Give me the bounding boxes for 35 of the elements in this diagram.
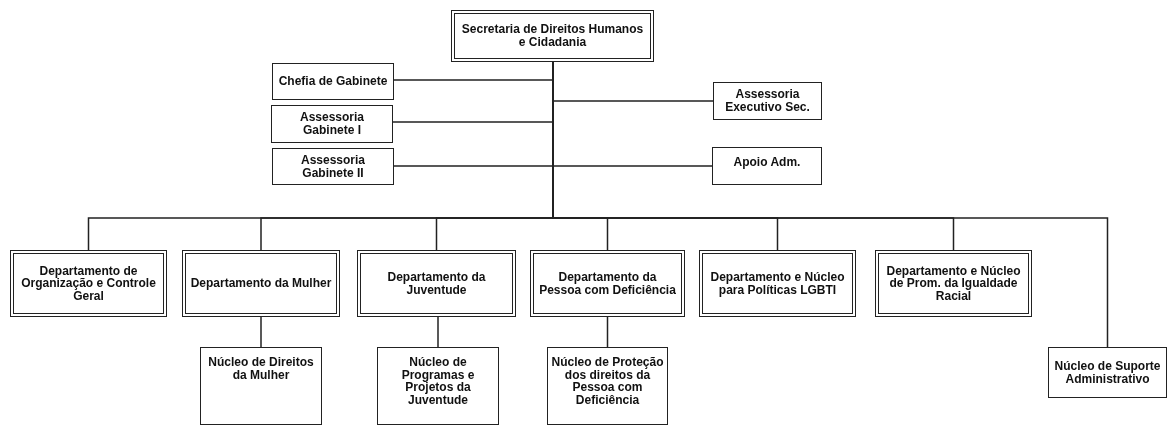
org-box xyxy=(10,250,167,317)
unit-name: Departamento da Pessoa com Deficiência xyxy=(538,270,677,297)
org-box xyxy=(200,347,322,425)
org-box xyxy=(377,347,499,425)
unit-name: Núcleo de Programas e Projetos da Juventude xyxy=(400,356,476,407)
org-box xyxy=(530,250,685,317)
unit-name: Núcleo de Direitos da Mulher xyxy=(207,356,315,382)
org-box xyxy=(712,147,822,185)
org-box xyxy=(713,82,822,120)
org-box xyxy=(699,250,856,317)
unit-name: Departamento da Juventude xyxy=(386,270,487,297)
org-box xyxy=(272,148,394,185)
unit-name: Assessoria Gabinete II xyxy=(299,153,366,180)
connector-line xyxy=(260,316,262,348)
unit-name: Assessoria Executivo Sec. xyxy=(724,88,811,114)
org-box xyxy=(547,347,668,425)
unit-name: Núcleo de Proteção dos direitos da Pessoa com Deficiência xyxy=(550,356,665,407)
unit-name: Apoio Adm. xyxy=(733,156,801,169)
unit-name: Departamento da Mulher xyxy=(190,277,332,290)
connector-line xyxy=(437,316,439,348)
org-box xyxy=(875,250,1032,317)
org-box xyxy=(451,10,654,62)
org-box xyxy=(357,250,516,317)
unit-name: Chefia de Gabinete xyxy=(278,75,388,88)
unit-name: Assessoria Gabinete I xyxy=(298,111,365,137)
unit-name: Secretaria de Direitos Humanos e Cidadania xyxy=(460,23,645,49)
unit-name: Departamento e Núcleo de Prom. da Igualdade Racial xyxy=(885,264,1022,303)
unit-name: Departamento de Organização e Controle Geral xyxy=(20,264,157,303)
connector-line xyxy=(606,316,609,348)
org-box xyxy=(1048,347,1167,398)
unit-name: Núcleo de Suporte Administrativo xyxy=(1053,359,1162,386)
org-box xyxy=(271,105,393,143)
org-box xyxy=(272,63,394,100)
org-box xyxy=(182,250,340,317)
unit-name: Departamento e Núcleo para Políticas LGBTI xyxy=(709,270,846,297)
